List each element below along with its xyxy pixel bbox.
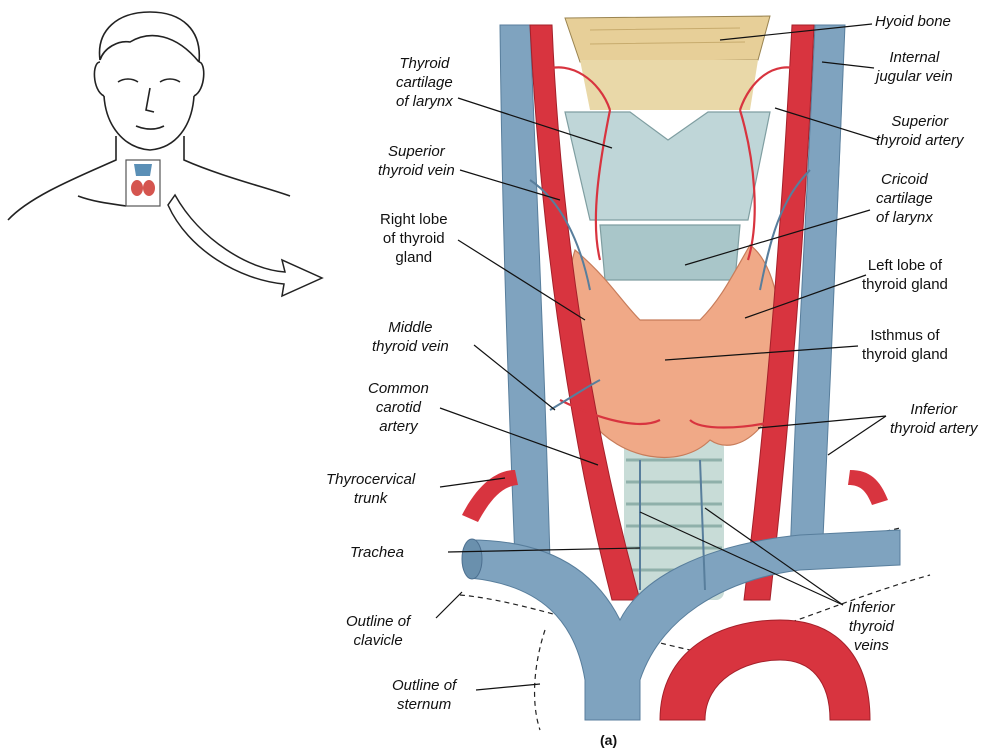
label-cricoid-cartilage: Cricoid cartilage of larynx [876, 170, 933, 227]
head-neck-inset [8, 12, 322, 296]
thyrocervical-trunk-left [848, 470, 888, 505]
label-internal-jugular-vein: Internal jugular vein [876, 48, 953, 86]
label-middle-thyroid-vein: Middle thyroid vein [372, 318, 449, 356]
label-isthmus: Isthmus of thyroid gland [862, 326, 948, 364]
label-right-lobe: Right lobe of thyroid gland [380, 210, 448, 267]
label-superior-thyroid-artery: Superior thyroid artery [876, 112, 964, 150]
aortic-arch [660, 620, 870, 720]
label-thyrocervical-trunk: Thyrocervical trunk [326, 470, 415, 508]
label-thyroid-cartilage: Thyroid cartilage of larynx [396, 54, 453, 111]
subclavian-vein-end [462, 539, 482, 579]
label-inferior-thyroid-artery: Inferior thyroid artery [890, 400, 978, 438]
label-common-carotid-artery: Common carotid artery [368, 379, 429, 436]
label-outline-clavicle: Outline of clavicle [346, 612, 410, 650]
figure-caption: (a) [600, 731, 617, 750]
cricoid-cartilage [600, 225, 740, 280]
label-inferior-thyroid-veins: Inferior thyroid veins [848, 598, 895, 655]
label-left-lobe: Left lobe of thyroid gland [862, 256, 948, 294]
thyrocervical-trunk-right [462, 470, 518, 522]
inset-thyroid-marker [131, 164, 155, 196]
label-hyoid-bone: Hyoid bone [875, 12, 951, 31]
hyoid-bone [565, 16, 770, 62]
label-trachea: Trachea [350, 543, 404, 562]
label-superior-thyroid-vein: Superior thyroid vein [378, 142, 455, 180]
label-outline-sternum: Outline of sternum [392, 676, 456, 714]
